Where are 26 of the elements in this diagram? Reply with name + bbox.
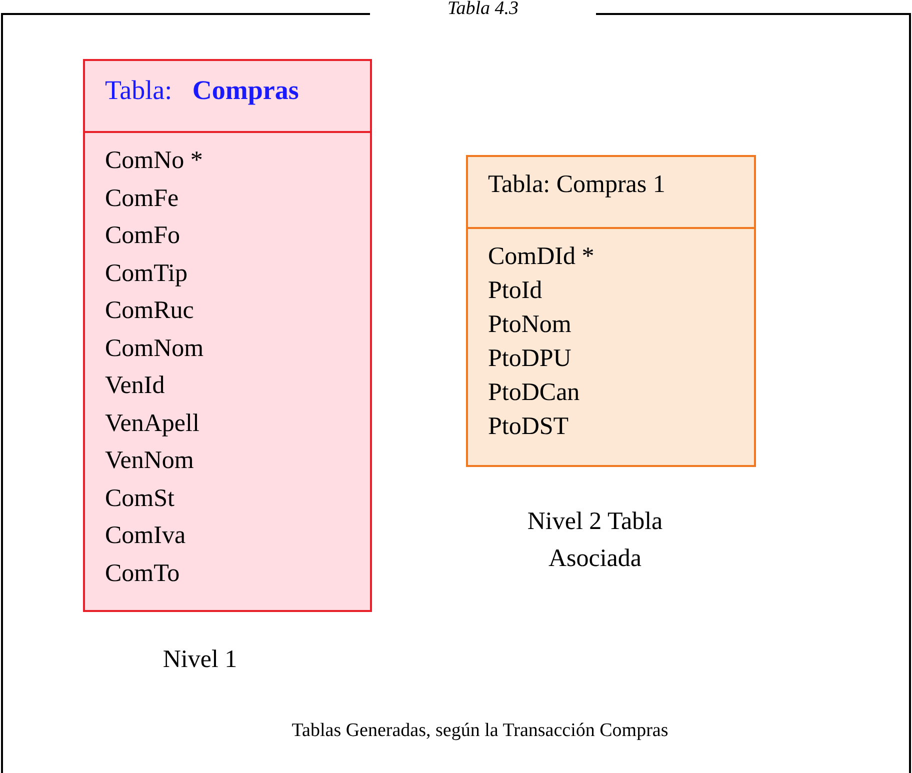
field-name: ComTip: [105, 260, 188, 288]
field-name: VenNom: [105, 447, 194, 475]
table-box: [83, 59, 372, 612]
level-label: Nivel 2 Tabla Asociada: [526, 507, 664, 574]
field-name: ComFo: [105, 222, 180, 250]
caption: Tablas Generadas, según la Transacción Compras: [290, 720, 670, 742]
field-name: ComIva: [105, 522, 186, 550]
figure-title: Tabla 4.3: [446, 0, 520, 20]
field-name: VenApell: [105, 410, 200, 438]
table-box: [466, 155, 756, 467]
table-name: Tabla: Compras: [105, 75, 299, 106]
field-name: PtoDPU: [488, 345, 572, 373]
field-name: VenId: [105, 372, 165, 400]
table-name: Tabla: Compras 1: [488, 171, 666, 199]
field-name: PtoDST: [488, 413, 569, 441]
field-name: ComNom: [105, 334, 204, 362]
field-name: ComRuc: [105, 297, 194, 325]
field-name: PtoId: [488, 277, 542, 305]
field-name: ComTo: [105, 560, 180, 588]
field-name: ComNo *: [105, 147, 203, 175]
field-name: PtoDCan: [488, 379, 580, 407]
field-name: ComSt: [105, 484, 174, 512]
level-label: Nivel 1: [162, 646, 238, 674]
field-name: ComFe: [105, 184, 179, 212]
field-name: ComDId *: [488, 243, 594, 271]
field-name: PtoNom: [488, 311, 572, 339]
